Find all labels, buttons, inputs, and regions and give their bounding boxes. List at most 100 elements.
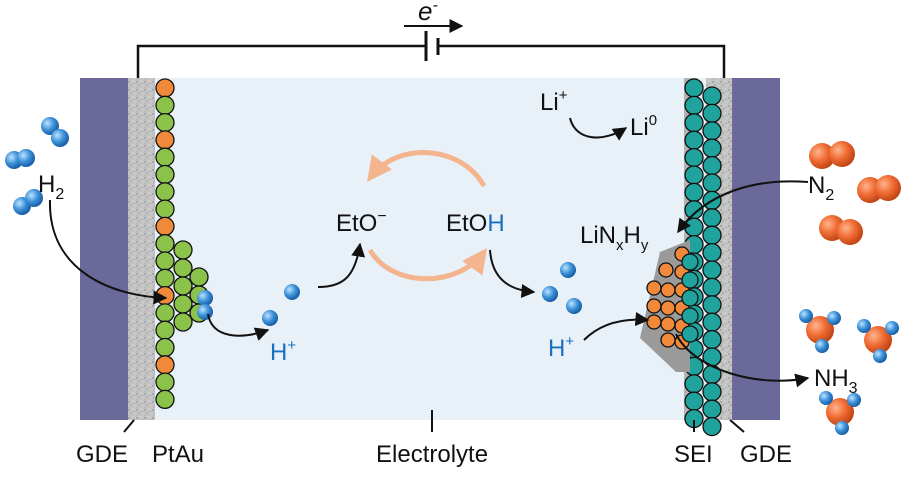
gde-left-tick [123, 419, 135, 433]
h2-to-electrode-arrow [48, 199, 168, 305]
electrolyte-label: Electrolyte [376, 441, 488, 468]
lithium-nitride-particle [646, 314, 662, 330]
lin-label: LiNxHy [580, 222, 649, 254]
pt-atom [155, 182, 175, 202]
hydrogen-atom [835, 421, 849, 435]
pt-atom [189, 267, 209, 287]
sei-particle [681, 271, 699, 289]
proton-release-arrow [207, 313, 270, 341]
sei-particle [702, 382, 722, 402]
pt-atom [155, 389, 175, 410]
pt-atom [155, 234, 175, 254]
li-reduction-arrow [569, 117, 628, 141]
sei-particle [684, 147, 704, 168]
pt-atom [155, 199, 175, 219]
left-gde-layer [128, 78, 155, 420]
pt-atom [155, 147, 175, 167]
sei-particle [702, 121, 722, 141]
sei-particle [702, 242, 722, 263]
hydrogen-atom [560, 262, 576, 278]
au-atom [155, 355, 175, 375]
au-atom [155, 78, 175, 98]
gde-right-label: GDE [740, 441, 792, 468]
sei-particle [702, 173, 722, 193]
nitrogen-atom [809, 143, 835, 169]
pt-atom [155, 251, 175, 271]
nitrogen-atom [875, 175, 901, 201]
sei-particle [702, 155, 722, 176]
hydrogen-atom [857, 319, 871, 333]
h2-label: H2 [38, 171, 64, 203]
right-current-collector [732, 78, 780, 420]
hydrogen-atom [885, 321, 899, 335]
left-current-collector [80, 78, 128, 420]
eto-label: EtO− [336, 208, 387, 237]
sei-particle [681, 325, 699, 343]
sei-particle [702, 208, 722, 228]
nitrogen-atom [837, 219, 863, 245]
sei-particle [702, 225, 722, 245]
hydrogen-atom [847, 393, 861, 407]
sei-particle [684, 391, 704, 411]
proton-right-label: H+ [548, 333, 574, 362]
sei-particle [684, 95, 704, 116]
hydrogen-atom [284, 284, 300, 300]
lithium-nitride-hydride-cluster [640, 240, 699, 372]
lithium-nitride-particle [660, 300, 676, 316]
hydrogen-atom [41, 117, 59, 135]
sei-particle [684, 374, 704, 394]
gde-right-tick [729, 419, 745, 433]
lithium-nitride-particle [660, 316, 676, 332]
hydrogen-atom [25, 189, 43, 207]
nitrogen-atom [829, 141, 855, 167]
sei-particle [702, 103, 722, 124]
etoh-to-proton-arrow [489, 249, 536, 299]
hydrogen-atom [197, 304, 213, 320]
lithium-nitride-particle [646, 298, 662, 314]
sei-particle [702, 138, 722, 158]
n2-to-lin-arrow [677, 180, 809, 234]
lithium-nitride-particle [660, 282, 676, 298]
ptau-label: PtAu [152, 441, 204, 468]
hydrogen-atom [819, 391, 833, 405]
pt-atom [155, 164, 175, 185]
cycle-arrow-top [367, 150, 487, 188]
nh3-label: NH3 [814, 365, 858, 397]
gde-left-label: GDE [76, 441, 128, 468]
external-circuit-wire [136, 44, 726, 78]
sei-particle [684, 113, 704, 133]
proton-left-label: H+ [270, 337, 296, 366]
au-atom [155, 130, 175, 150]
sei-particle [684, 182, 704, 203]
etoh-label: EtOH [446, 210, 505, 237]
electrolyte-region [100, 78, 760, 420]
sei-particle [681, 253, 699, 271]
pt-atom [155, 372, 175, 392]
pt-atom [173, 294, 193, 314]
lithium-nitride-particle [660, 332, 676, 348]
li-plus-label: Li+ [540, 87, 568, 116]
pt-atom [155, 320, 175, 340]
sei-particle [702, 312, 722, 332]
hydrogen-atom [542, 286, 558, 302]
nh3-release-arrow [675, 333, 810, 388]
sei-particle [702, 295, 722, 315]
sei-particle [684, 78, 704, 98]
lithium-nitride-particle [646, 280, 662, 296]
sei-particle [702, 416, 722, 437]
nitrogen-atom [826, 398, 854, 426]
au-atom [155, 216, 175, 237]
sei-particle [702, 329, 722, 350]
sei-particle [702, 399, 722, 419]
hydrogen-atom [51, 129, 69, 147]
electron-label: e- [418, 0, 438, 26]
hydrogen-atom [827, 311, 841, 325]
sei-particle [681, 289, 699, 307]
li0-label: Li0 [630, 112, 657, 141]
pt-atom [155, 337, 175, 358]
pt-atom [173, 240, 193, 260]
hydrogen-atom [566, 298, 582, 314]
sei-particle [681, 307, 699, 325]
